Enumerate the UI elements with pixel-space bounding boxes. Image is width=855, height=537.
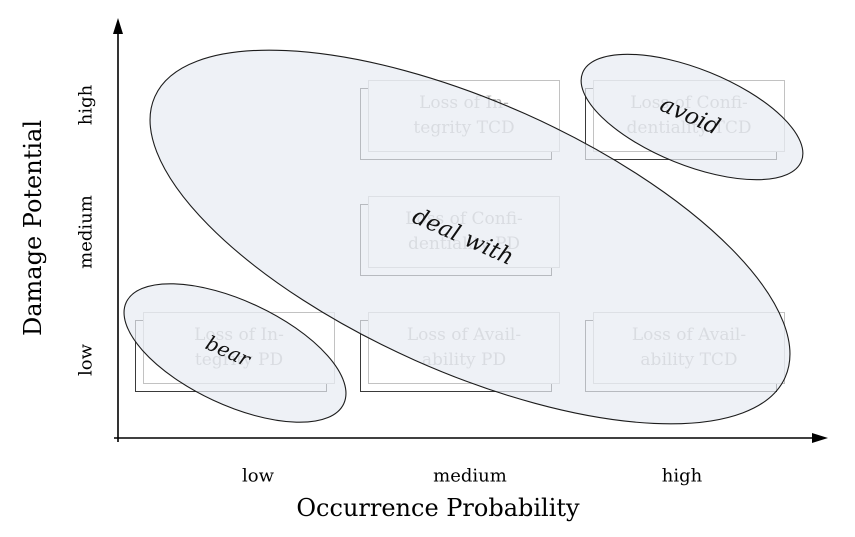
x-tick-medium: medium (433, 465, 507, 487)
x-tick-low: low (241, 465, 275, 487)
x-axis-title: Occurrence Probability (296, 494, 580, 522)
risk-box-label-line: tegrity TCD (413, 118, 515, 138)
risk-box-label-line: Loss of Avail- (406, 324, 522, 345)
risk-box-face: Loss of Avail- ability TCD (593, 312, 785, 384)
y-axis-arrowhead-icon (113, 18, 123, 34)
y-tick-high: high (75, 84, 97, 126)
y-axis-title: Damage Potential (19, 119, 47, 337)
x-tick-high: high (661, 465, 703, 487)
risk-box-label-line: ability PD (421, 350, 507, 370)
y-tick-low: low (75, 343, 97, 377)
risk-box-loss-of-availability-pd: Loss of Avail- ability PD (360, 312, 560, 392)
y-tick-medium: medium (75, 195, 97, 269)
risk-box-label-line: ability TCD (640, 350, 738, 370)
risk-box-label-line: Loss of Avail- (631, 324, 747, 345)
risk-box-label-line: Loss of In- (419, 92, 509, 113)
risk-box-face: Loss of In- tegrity TCD (368, 80, 560, 152)
risk-box-face: Loss of Avail- ability PD (368, 312, 560, 384)
risk-box-loss-of-availability-tcd: Loss of Avail- ability TCD (585, 312, 785, 392)
risk-box-loss-of-integrity-tcd: Loss of In- tegrity TCD (360, 80, 560, 160)
x-axis-arrowhead-icon (812, 433, 828, 443)
